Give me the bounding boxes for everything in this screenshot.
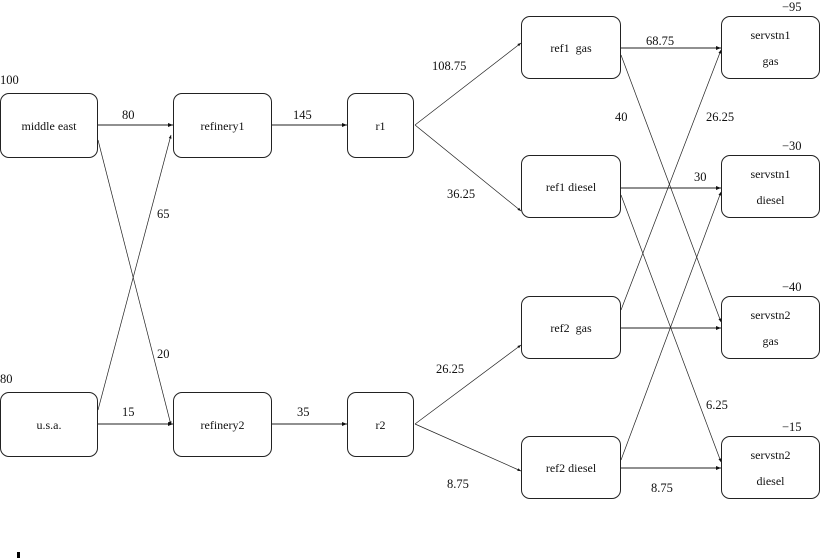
node-label: ref1 gas [550,40,592,55]
edge-flow-label: 26.25 [706,110,735,124]
node-label: ref1 diesel [545,179,597,194]
edge-ref2-gas-to-s1-gas [620,49,722,311]
edge-flow-label: 6.25 [706,398,728,412]
edge-flow-label: 26.25 [436,362,465,376]
edge-flow-label: 40 [615,110,628,124]
node-label: gas [762,53,779,68]
node-usa[interactable]: u.s.a. [0,392,98,457]
node-supply-label: −30 [782,139,802,153]
node-ref2-diesel[interactable]: ref2 diesel [521,436,621,499]
node-label: r2 [375,417,386,432]
edge-r2-to-ref2-gas [414,344,522,425]
edge-flow-label: 145 [293,108,312,122]
node-label: refinery2 [200,417,245,432]
node-supply-label: −40 [782,280,802,294]
node-supply-label: 80 [0,372,13,386]
node-refinery1[interactable]: refinery1 [173,93,272,158]
node-label: refinery1 [200,118,245,133]
node-label: ref2 gas [550,320,592,335]
edge-flow-label: 36.25 [447,187,476,201]
node-label: servstn1 [750,27,791,42]
edge-flow-label: 8.75 [651,481,673,495]
edge-flow-label: 68.75 [646,34,675,48]
edge-usa-to-refinery1 [97,134,172,411]
edge-flow-label: 35 [297,405,310,419]
node-supply-label: −95 [782,0,802,14]
edge-flow-label: 80 [122,108,135,122]
node-label: gas [762,333,779,348]
node-ref2-gas[interactable]: ref2 gas [521,296,621,359]
node-r1[interactable]: r1 [347,93,414,158]
node-label: diesel [756,192,785,207]
edge-middle-east-to-refinery2 [97,139,172,426]
node-ref1-gas[interactable]: ref1 gas [521,16,621,79]
node-label: r1 [375,118,386,133]
node-label: diesel [756,473,785,488]
node-s1-diesel[interactable]: servstn1 diesel [721,155,820,218]
node-middle-east[interactable]: middle east [0,93,98,158]
edge-r1-to-ref1-diesel [414,124,522,212]
node-supply-label: −15 [782,420,802,434]
node-label: u.s.a. [36,417,62,432]
node-s2-diesel[interactable]: servstn2 diesel [721,436,820,499]
node-label: middle east [21,118,77,133]
node-s2-gas[interactable]: servstn2 gas [721,296,820,359]
node-ref1-diesel[interactable]: ref1 diesel [521,155,621,218]
edge-flow-label: 20 [157,347,170,361]
edge-r1-to-ref1-gas [414,42,522,126]
edge-flow-label: 108.75 [432,59,467,73]
edge-flow-label: 8.75 [447,477,469,491]
edge-ref2-diesel-to-s1-diesel [620,191,722,461]
edge-r2-to-ref2-diesel [414,423,522,472]
node-s1-gas[interactable]: servstn1 gas [721,16,820,79]
node-label: servstn2 [750,447,791,462]
edge-flow-label: 15 [122,405,135,419]
node-label: servstn2 [750,307,791,322]
node-r2[interactable]: r2 [347,392,414,457]
edge-flow-label: 65 [157,207,170,221]
corner-mark [17,552,20,558]
node-label: ref2 diesel [545,460,597,475]
edge-flow-label: 30 [694,170,707,184]
node-label: servstn1 [750,166,791,181]
node-supply-label: 100 [0,73,19,87]
node-refinery2[interactable]: refinery2 [173,392,272,457]
